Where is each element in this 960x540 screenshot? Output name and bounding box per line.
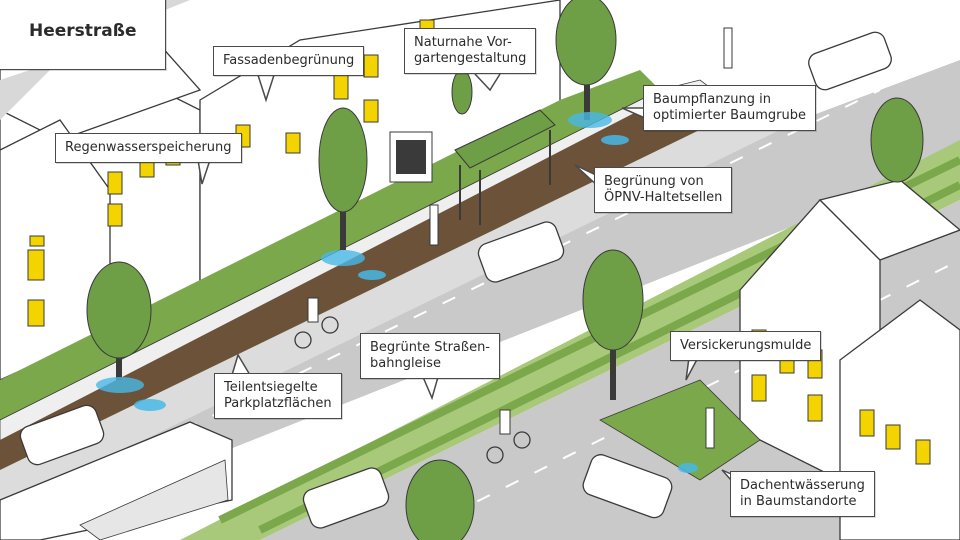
callout-line: Fassadenbegrünung	[223, 53, 355, 68]
callout-line: ÖPNV-Haltetsellen	[604, 190, 723, 205]
tram	[0, 421, 233, 540]
callout-vorgartengestaltung: Naturnahe Vor- gartengestaltung	[404, 28, 537, 74]
callout-line: optimierter Baumgrube	[653, 108, 806, 123]
callout-line: Versickerungsmulde	[680, 338, 812, 353]
callout-regenwasserspeicherung: Regenwasserspeicherung	[55, 133, 242, 163]
callout-oepnv: Begrünung von ÖPNV-Haltetsellen	[594, 167, 733, 213]
cars	[19, 31, 892, 529]
callout-dachentwaesserung: Dachentwässerung in Baumstandorte	[730, 471, 875, 517]
callout-fassadenbegruenung: Fassadenbegrünung	[213, 46, 365, 76]
callout-line: Naturnahe Vor-	[414, 35, 512, 50]
callout-strassenbahn: Begrünte Straßen- bahngleise	[360, 333, 500, 379]
callout-line: Begrünung von	[604, 174, 704, 189]
callout-line: Regenwasserspeicherung	[65, 140, 232, 155]
title-box: Heerstraße	[0, 0, 166, 70]
trees	[86, 0, 924, 540]
callout-line: gartengestaltung	[414, 51, 527, 66]
callout-versickerung: Versickerungsmulde	[670, 331, 822, 361]
callout-line: Begrünte Straßen-	[370, 340, 490, 355]
callout-line: Dachentwässerung	[740, 478, 865, 493]
callout-line: bahngleise	[370, 356, 441, 371]
page-title: Heerstraße	[29, 21, 137, 41]
callout-line: Parkplatzflächen	[224, 396, 332, 411]
callout-baumpflanzung: Baumpflanzung in optimierter Baumgrube	[643, 85, 816, 131]
bus-shelter	[389, 109, 556, 225]
callout-line: Baumpflanzung in	[653, 92, 771, 107]
callout-line: in Baumstandorte	[740, 494, 857, 509]
callout-parkplatz: Teilentsiegelte Parkplatzflächen	[214, 373, 342, 419]
callout-line: Teilentsiegelte	[224, 380, 318, 395]
